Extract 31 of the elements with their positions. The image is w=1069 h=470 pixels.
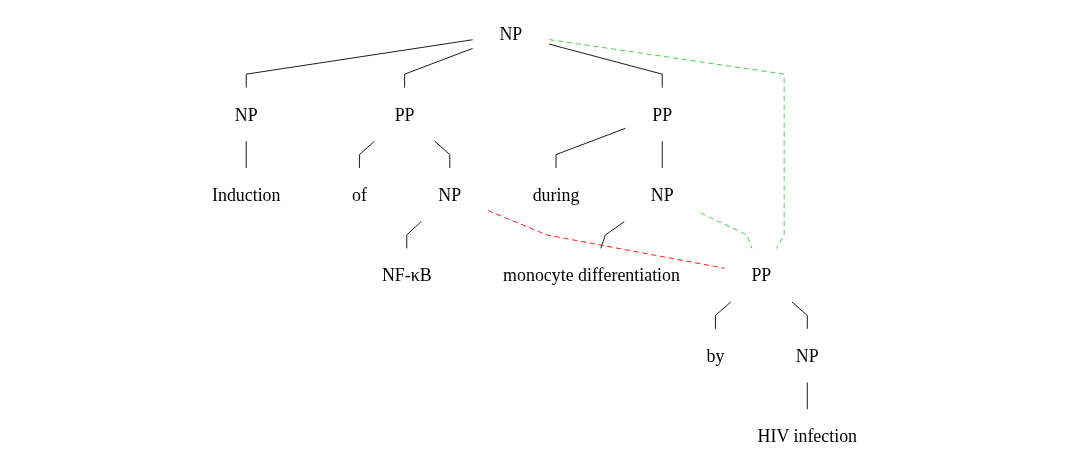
- connector: [548, 43, 663, 88]
- connector: [700, 212, 753, 249]
- node-text: of: [351, 184, 367, 205]
- connector: [245, 39, 474, 88]
- node-text: PP: [652, 104, 673, 125]
- connector: [806, 382, 808, 410]
- node-text: during: [532, 184, 580, 205]
- connector: [404, 48, 474, 88]
- node-text: NP: [795, 345, 819, 366]
- connector: [434, 140, 451, 169]
- node-text: PP: [394, 104, 415, 125]
- connector: [600, 221, 625, 249]
- node-text: NF-κB: [381, 265, 432, 286]
- node-text: monocyte differentiation: [503, 265, 680, 286]
- node-text: NP: [650, 184, 674, 205]
- node-text: Induction: [211, 184, 281, 205]
- connector: [548, 39, 785, 249]
- node-text: NP: [234, 104, 258, 125]
- node-text: NP: [499, 24, 523, 44]
- connector: [661, 140, 663, 169]
- node-text: HIV infection: [757, 426, 858, 446]
- connector: [555, 127, 626, 169]
- connector: [715, 301, 732, 330]
- connector: [487, 210, 726, 269]
- connector: [245, 140, 247, 169]
- node-text: by: [706, 345, 725, 366]
- node-text: PP: [751, 265, 772, 286]
- connector: [791, 301, 808, 330]
- connector: [358, 140, 375, 169]
- connector: [406, 221, 422, 249]
- node-text: NP: [438, 184, 462, 205]
